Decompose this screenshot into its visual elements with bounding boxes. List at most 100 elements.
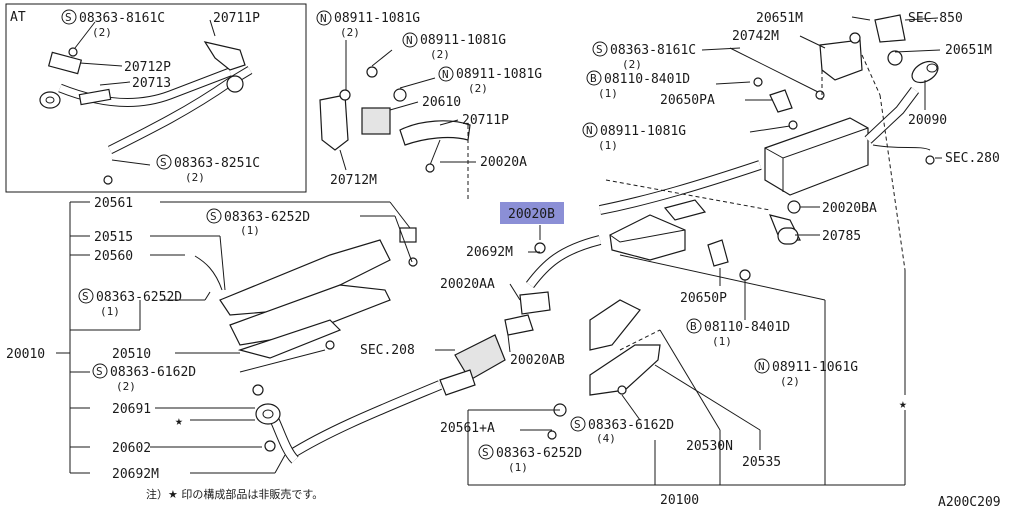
label-20650pa: 20650PA (660, 93, 715, 108)
main-muffler (599, 14, 939, 245)
label-at-20712p: 20712P (124, 60, 171, 75)
svg-text:S: S (210, 210, 217, 223)
label-20530n: 20530N (686, 439, 733, 454)
label-20100: 20100 (660, 493, 699, 508)
inset-title: AT (10, 10, 26, 25)
svg-text:(2): (2) (430, 48, 450, 61)
heat-shields (194, 227, 418, 359)
svg-text:08911-1081G: 08911-1081G (420, 33, 506, 48)
label-20020aa: 20020AA (440, 277, 495, 292)
svg-text:08911-1081G: 08911-1081G (600, 124, 686, 139)
svg-text:N: N (586, 124, 593, 137)
label-20692m-mid: 20692M (466, 245, 513, 260)
label-20651m-top: 20651M (756, 11, 803, 26)
label-20020ba: 20020BA (822, 201, 877, 216)
label-s08363-8161c: S 08363-8161C (2) (592, 41, 696, 71)
rear-mount-bracket (319, 66, 471, 173)
label-at-20711p: 20711P (213, 11, 260, 26)
center-pipe (252, 199, 751, 464)
star-marker-right: ★ (899, 397, 907, 412)
label-20691: 20691 (112, 402, 151, 417)
svg-text:08363-8161C: 08363-8161C (79, 11, 165, 26)
svg-text:(4): (4) (596, 432, 616, 445)
svg-text:08110-8401D: 08110-8401D (604, 72, 690, 87)
svg-text:(2): (2) (468, 82, 488, 95)
svg-text:(2): (2) (622, 58, 642, 71)
label-20560: 20560 (94, 249, 133, 264)
svg-text:(1): (1) (712, 335, 732, 348)
svg-text:(2): (2) (92, 26, 112, 39)
svg-text:S: S (96, 365, 103, 378)
svg-text:08363-6162D: 08363-6162D (110, 365, 196, 380)
label-n08911-1081g-d: N 08911-1081G (1) (582, 122, 686, 152)
label-20610: 20610 (422, 95, 461, 110)
svg-text:08911-1061G: 08911-1061G (772, 360, 858, 375)
label-n08911-1081g-b: N 08911-1081G (2) (402, 32, 506, 61)
bottom-callout-tree (467, 409, 906, 486)
svg-text:08363-8251C: 08363-8251C (174, 156, 260, 171)
left-callout-tree (56, 201, 413, 474)
label-20650p: 20650P (680, 291, 727, 306)
label-sec208: SEC.208 (360, 343, 415, 358)
label-20510: 20510 (112, 347, 151, 362)
svg-text:(1): (1) (598, 139, 618, 152)
svg-text:08911-1081G: 08911-1081G (456, 67, 542, 82)
inset-frame (5, 3, 307, 193)
highlight-20020b (500, 202, 564, 224)
label-20711p: 20711P (462, 113, 509, 128)
svg-text:08363-6252D: 08363-6252D (224, 210, 310, 225)
svg-text:S: S (82, 290, 89, 303)
label-20020a: 20020A (480, 155, 527, 170)
svg-text:(2): (2) (780, 375, 800, 388)
svg-text:(1): (1) (100, 305, 120, 318)
label-20535: 20535 (742, 455, 781, 470)
svg-text:(2): (2) (185, 171, 205, 184)
label-20692m-bot: 20692M (112, 467, 159, 482)
svg-text:S: S (482, 446, 489, 459)
label-at-08363-8251c: S 08363-8251C (2) (156, 154, 260, 184)
label-20561a: 20561+A (440, 421, 495, 436)
svg-text:(2): (2) (116, 380, 136, 393)
svg-text:(1): (1) (598, 87, 618, 100)
label-20651m-right: 20651M (945, 43, 992, 58)
svg-text:S: S (160, 156, 167, 169)
label-20090: 20090 (908, 113, 947, 128)
label-20010: 20010 (6, 347, 45, 362)
rear-heat-shields (547, 299, 661, 440)
svg-text:S: S (65, 11, 72, 24)
svg-text:(1): (1) (240, 224, 260, 237)
svg-text:B: B (690, 320, 697, 333)
label-s08363-6252d-top: S 08363-6252D (1) (206, 208, 310, 237)
svg-text:08911-1081G: 08911-1081G (334, 11, 420, 26)
label-20712m: 20712M (330, 173, 377, 188)
label-20602: 20602 (112, 441, 151, 456)
label-s08363-6252d-bot: S 08363-6252D (1) (478, 444, 582, 474)
label-at-08363-8161c: S 08363-8161C (2) (61, 9, 165, 39)
label-s08363-6162d-left: S 08363-6162D (2) (92, 363, 196, 393)
svg-text:N: N (758, 360, 765, 373)
label-20561: 20561 (94, 196, 133, 211)
label-s08363-6252d-left: S 08363-6252D (1) (78, 288, 182, 318)
svg-text:08363-6252D: 08363-6252D (96, 290, 182, 305)
label-20515: 20515 (94, 230, 133, 245)
svg-text:(1): (1) (508, 461, 528, 474)
label-sec850: SEC.850 (908, 11, 963, 26)
svg-text:N: N (406, 34, 413, 47)
label-sec280: SEC.280 (945, 151, 1000, 166)
svg-text:N: N (320, 12, 327, 25)
label-n08911-1081g-a: N 08911-1081G (2) (316, 10, 420, 39)
label-at-20713: 20713 (132, 76, 171, 91)
label-b08110-8401d-mid: B 08110-8401D (1) (686, 318, 790, 348)
star-marker-left: ★ (175, 414, 183, 429)
svg-text:08110-8401D: 08110-8401D (704, 320, 790, 335)
svg-text:N: N (442, 68, 449, 81)
label-b08110-8401d-top: B 08110-8401D (1) (586, 70, 690, 100)
svg-text:S: S (574, 418, 581, 431)
svg-text:08363-6252D: 08363-6252D (496, 446, 582, 461)
label-20020ab: 20020AB (510, 353, 565, 368)
label-20742m: 20742M (732, 29, 779, 44)
svg-text:08363-8161C: 08363-8161C (610, 43, 696, 58)
label-n08911-1081g-c: N 08911-1081G (2) (438, 66, 542, 95)
